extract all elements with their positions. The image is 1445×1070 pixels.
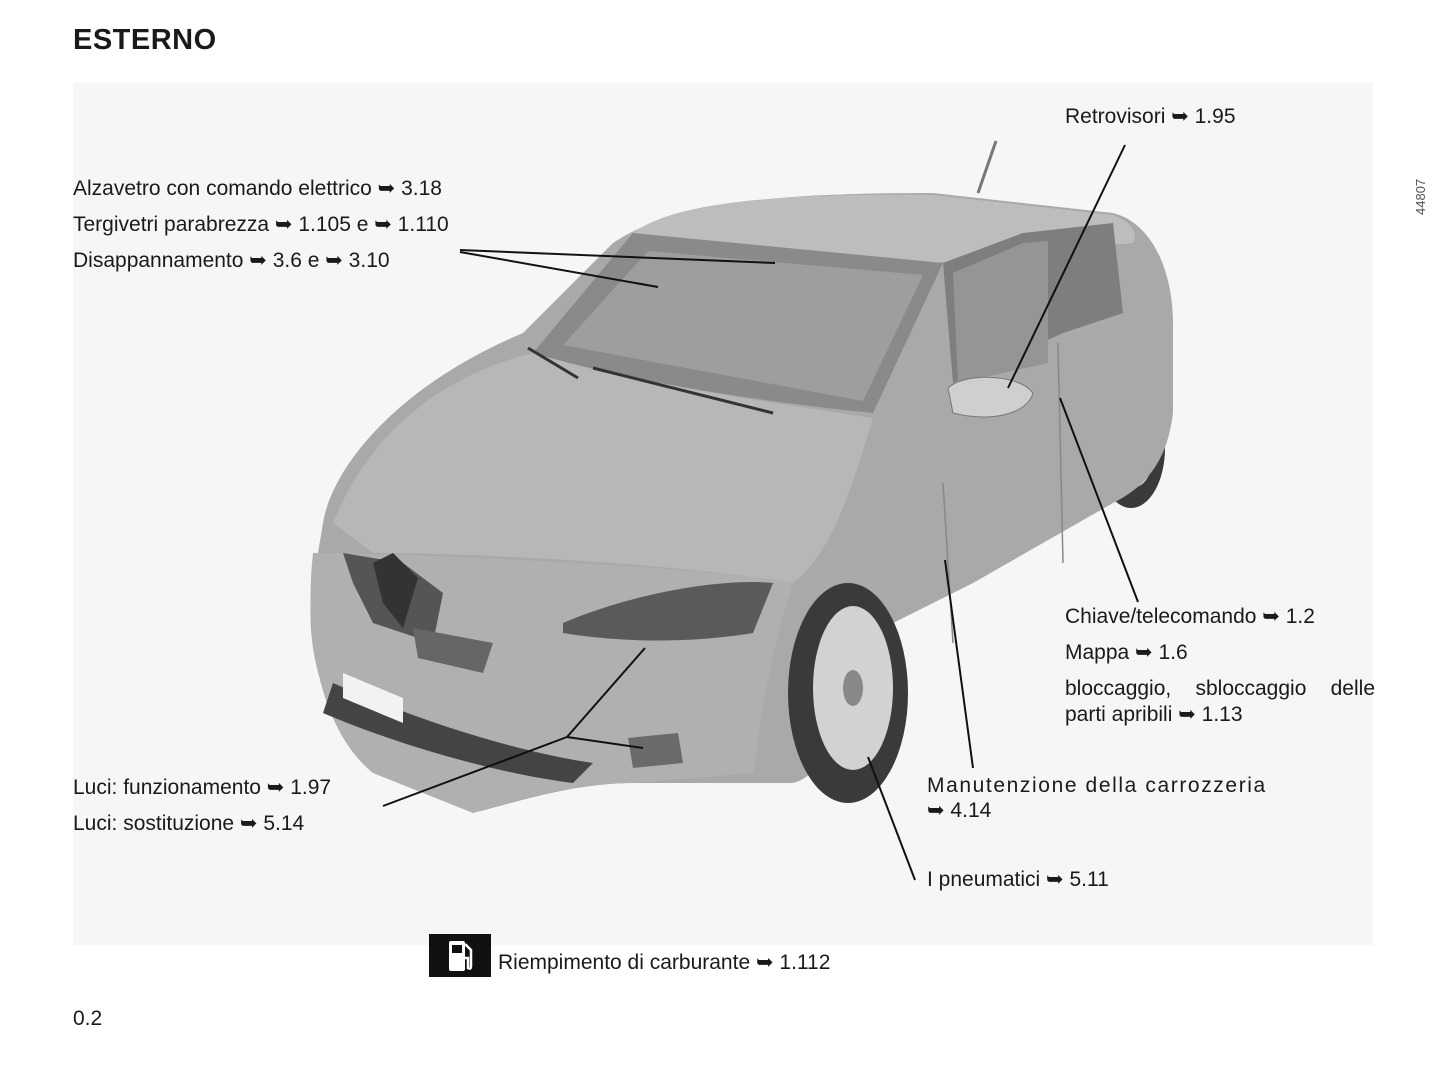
car-drawing [310,140,1173,881]
label-tergivetri: Tergivetri parabrezza ➥ 1.105 e ➥ 1.110 [73,213,449,236]
car-exterior-illustration: 44807 [73,83,1428,945]
fuel-pump-icon [429,934,491,977]
page-title: ESTERNO [73,24,217,56]
label-manutenzione-ref: ➥ 4.14 [927,799,992,822]
label-bloccaggio: bloccaggio, sbloccaggio delle parti apri… [1065,677,1375,726]
label-pneumatici: I pneumatici ➥ 5.11 [927,868,1109,891]
label-mappa: Mappa ➥ 1.6 [1065,641,1188,664]
label-manutenzione: Manutenzione della carrozzeria [927,774,1267,797]
label-retrovisori: Retrovisori ➥ 1.95 [1065,105,1236,128]
label-alzavetro: Alzavetro con comando elettrico ➥ 3.18 [73,177,442,200]
figure-code: 44807 [1413,178,1428,215]
label-luci-sostituzione: Luci: sostituzione ➥ 5.14 [73,812,305,835]
label-chiave: Chiave/telecomando ➥ 1.2 [1065,605,1315,628]
page-number: 0.2 [73,1007,103,1030]
leader-retrovisori [1007,144,1126,389]
label-carburante: Riempimento di carburante ➥ 1.112 [498,951,831,974]
label-luci-funzionamento: Luci: funzionamento ➥ 1.97 [73,776,332,799]
label-disappannamento: Disappannamento ➥ 3.6 e ➥ 3.10 [73,249,390,272]
